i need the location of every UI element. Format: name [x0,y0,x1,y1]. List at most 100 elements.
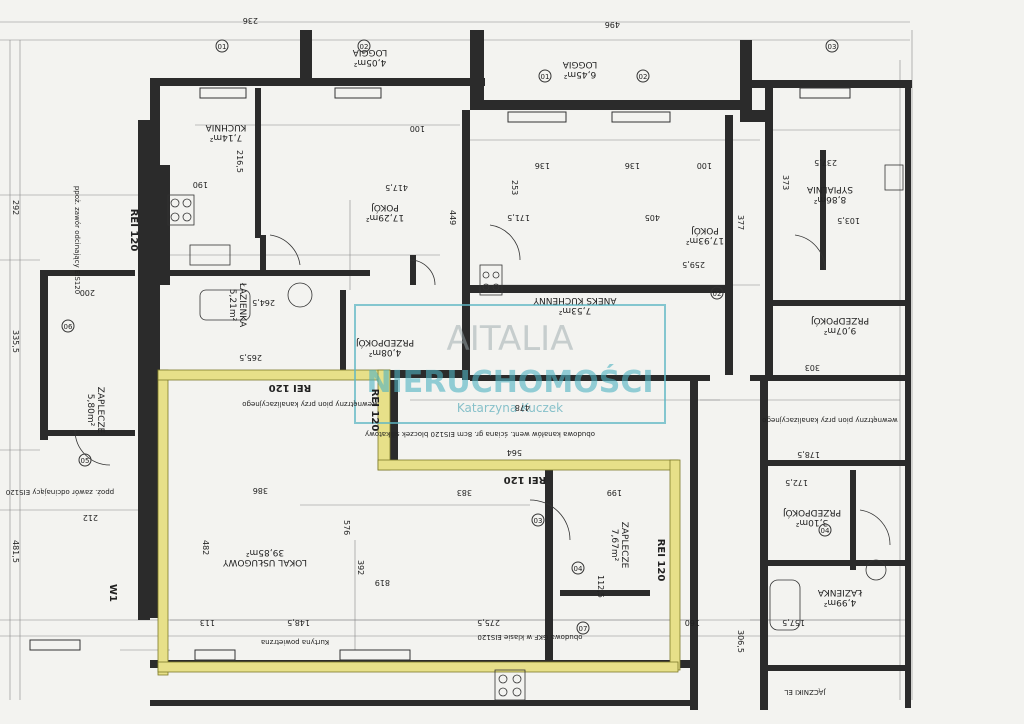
marker-label: 02 [360,43,369,51]
room-name-loggia-2: LOGGIA [562,59,597,69]
room-name-zaplecze-1: ZAPLECZE [95,387,105,434]
room-area-przedpokoj-1: 4,08m² [368,347,401,357]
dim-value: 265,5 [239,353,262,362]
section-markers: 01 02 01 02 03 06 05 03 04 04 02 07 [61,39,839,635]
watermark: AITALIA NIERUCHOMOŚCI Katarzyna Kuczek [354,304,666,424]
dim-value: 199 [607,488,622,497]
dim-value: 148,5 [287,618,310,627]
note-pion-1: wewnętrzny pion przy kanalizacyjnego [242,400,378,408]
dim-value: 496 [605,20,620,29]
notes: ppoż. zawór odcinający EIS120 ppoż. zawó… [6,186,898,696]
dim-value: 481,5 [11,540,20,563]
dim-value: 190 [193,180,208,189]
marker-label: 02 [639,73,648,81]
marker-label: 03 [828,43,837,51]
wall-code: W1 [107,584,118,602]
fixtures [167,164,904,701]
room-area-przedpokoj-2: 9,07m² [823,325,856,335]
note-obudowa: obudowa kanałów went. ściana gr. 8cm EIS… [365,430,595,438]
dim-value: 303 [805,363,820,372]
dim-value: 237,5 [814,158,837,167]
dim-value: 236 [243,16,258,25]
room-area-lazienka-2: 4,99m² [823,597,856,607]
fire-walls [157,369,681,676]
dim-value: 264,5 [252,298,275,307]
dim-value: 386 [253,486,268,495]
room-name-przedpokoj-3: PRZEDPOKÓJ [783,507,841,519]
note-obudowa-2: obudowa GKF w klasie EIS120 [477,633,582,641]
watermark-logo: AITALIA [447,319,574,359]
room-name-lazienka-1: ŁAZIENKA [237,282,247,328]
dim-value: 259,5 [682,260,705,269]
room-name-pokoj-2: POKÓJ [691,225,719,237]
room-name-lokal: LOKAL USŁUGOWY [223,557,307,567]
dim-value: 157,5 [782,618,805,627]
dim-value: 113 [200,618,215,627]
room-area-przedpokoj-3: 3,10m² [795,517,828,527]
dim-value: 136 [535,161,550,170]
room-name-pokoj-1: POKÓJ [371,202,399,214]
room-area-pokoj-1: 17,29m² [366,212,405,222]
marker-label: 04 [821,527,830,535]
dim-value: 478 [515,403,530,412]
room-name-zaplecze-2: ZAPLECZE [619,522,629,569]
room-name-lazienka-2: ŁAZIENKA [817,587,863,597]
dim-value: 100 [410,124,425,133]
room-area-aneks: 7,53m² [558,305,591,315]
room-name-aneks: ANEKS KUCHENNY [533,295,617,305]
marker-label: 01 [218,43,227,51]
watermark-title: NIERUCHOMOŚCI [367,363,654,400]
room-area-loggia-1: 4,05m² [353,57,386,67]
note-ppoz-left-2: ppoż. zawór odcinający EIS120 [6,488,114,496]
room-area-sypialnia: 8,86m² [813,194,846,204]
dim-value: 576 [342,520,351,535]
room-area-loggia-2: 6,45m² [563,69,596,79]
dim-value: 160 [685,618,700,627]
doors [74,224,891,546]
dim-value: 275,5 [477,618,500,627]
rei-label-mid: REI 120 [369,389,380,432]
dim-value: 172,5 [785,478,808,487]
marker-label: 02 [713,290,722,298]
bottom-label: JĄCZNIKI EL [784,688,826,696]
marker-label: 03 [534,517,543,525]
room-name-kuchnia: KUCHNIA [205,122,247,132]
dim-value: 373 [781,175,790,190]
marker-label: 06 [64,323,73,331]
dimension-values: 292 190 417,5 405 237,5 386 576 819 392 … [11,16,860,653]
rei-label-middle-bottom: REI 120 [504,474,547,485]
dim-value: 136 [625,161,640,170]
dim-value: 292 [11,200,20,215]
note-ppoz-left: ppoż. zawór odcinający EIS120 [73,186,81,294]
dim-value: 383 [457,488,472,497]
dim-value: 100 [697,161,712,170]
room-labels: KUCHNIA 7,14m² LOGGIA 4,05m² LOGGIA 6,45… [85,47,869,607]
dim-value: 253 [510,180,519,195]
room-area-lokal: 39,85m² [246,547,285,557]
marker-label: 07 [579,625,588,633]
dim-value: 564 [507,448,522,457]
room-name-przedpokoj-2: PRZEDPOKÓJ [811,315,869,327]
room-area-zaplecze-2: 7,67m² [609,529,619,562]
room-name-loggia-1: LOGGIA [352,47,387,57]
room-name-przedpokoj-1: PRZEDPOKÓJ [356,337,414,349]
dim-value: 103,5 [837,216,860,225]
room-area-pokoj-2: 17,93m² [686,235,725,245]
dim-value: 417,5 [385,183,408,192]
marker-label: 04 [574,565,583,573]
room-area-kuchnia: 7,14m² [209,132,242,142]
windows [29,87,851,661]
dim-value: 335,5 [11,330,20,353]
room-name-sypialnia: SYPIALNIA [806,184,853,194]
note-kurtyna: Kurtyna powietrzna [261,638,329,646]
fire-rating-labels: REI 120 REI 120 REI 120 REI 120 REI 120 [128,209,666,582]
dim-value: 178,5 [797,450,820,459]
dimension-lines [0,21,913,700]
room-area-zaplecze-1: 5,80m² [85,394,95,427]
marker-label: 05 [81,457,90,465]
room-area-lazienka-1: 5,21m² [227,289,237,322]
rei-label-left: REI 120 [128,209,139,252]
dim-value: 392 [356,560,365,575]
note-pion-2: wewnętrzny pion przy kanalizacyjnego [762,416,898,424]
